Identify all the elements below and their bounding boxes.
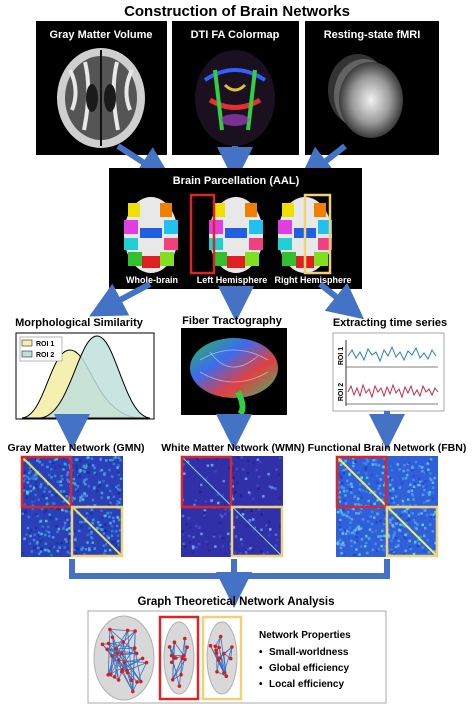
parcellation-panel: Brain Parcellation (AAL) Whole-brain: [109, 168, 362, 289]
ts-roi1-line: [347, 345, 437, 363]
network-label-fbn: Functional Brain Network (FBN): [308, 442, 467, 454]
method-label-tract: Fiber Tractography: [182, 315, 283, 327]
property-bullet-1: •: [259, 647, 263, 658]
gray-matter-label: Gray Matter Volume: [49, 29, 152, 41]
timeseries-panel: ROI 1 ROI 2: [332, 332, 445, 412]
property-bullet-3: •: [259, 679, 263, 690]
arrow-parcellation-to-morph: [89, 281, 152, 317]
arrow-fmri-to-parcellation: [297, 143, 347, 184]
fmri-brain-image: [328, 54, 403, 138]
network-label-gmn: Gray Matter Network (GMN): [7, 442, 144, 454]
morph-legend-roi2: ROI 2: [36, 352, 54, 359]
parcellation-label-whole-brain: Whole-brain: [126, 275, 178, 285]
whole-brain-network-graph: [93, 615, 155, 701]
tractography-panel: [181, 328, 287, 417]
gray-matter-brain-image: [57, 48, 145, 148]
gray-matter-panel: Gray Matter Volume: [36, 21, 167, 155]
dti-fa-brain-image: [195, 50, 275, 146]
ts-roi2-line: [347, 383, 439, 399]
parcellation-title: Brain Parcellation (AAL): [173, 175, 300, 187]
analysis-panel: Network Properties • Small-worldness • G…: [87, 610, 387, 704]
property-local-efficiency: Local efficiency: [269, 679, 344, 690]
fmri-label: Resting-state fMRI: [324, 29, 421, 41]
gmn-matrix: [20, 455, 124, 558]
parcellation-label-left: Left Hemisphere: [197, 275, 268, 285]
arrow-parcellation-to-ts: [318, 281, 365, 320]
roi2-distribution: [39, 335, 151, 419]
wmn-matrix: [180, 455, 284, 558]
property-global-efficiency: Global efficiency: [269, 663, 349, 674]
parcellation-left-image: [189, 193, 263, 275]
merge-connector: [69, 559, 390, 608]
page-title: Construction of Brain Networks: [124, 3, 350, 20]
analysis-title: Graph Theoretical Network Analysis: [137, 596, 334, 608]
left-hemisphere-network-graph: [158, 615, 200, 701]
parcellation-right-image: [278, 193, 332, 275]
dti-fa-label: DTI FA Colormap: [191, 29, 280, 41]
properties-title: Network Properties: [259, 630, 351, 641]
ts-label-roi1: ROI 1: [338, 347, 345, 365]
fbn-matrix: [335, 455, 439, 558]
morph-distribution-plot: ROI 1 ROI 2: [15, 332, 155, 420]
parcellation-whole-brain-image: [124, 197, 178, 273]
fmri-panel: Resting-state fMRI: [305, 21, 439, 155]
morph-legend-roi1: ROI 1: [36, 341, 54, 348]
property-small-worldness: Small-worldness: [269, 647, 349, 658]
parcellation-label-right: Right Hemisphere: [274, 275, 351, 285]
property-bullet-2: •: [259, 663, 263, 674]
right-hemisphere-network-graph: [201, 615, 243, 701]
network-label-wmn: White Matter Network (WMN): [161, 442, 305, 454]
arrow-gm-to-parcellation: [116, 143, 174, 182]
method-label-morph: Morphological Similarity: [15, 317, 144, 329]
dti-fa-panel: DTI FA Colormap: [172, 21, 299, 155]
ts-label-roi2: ROI 2: [338, 383, 345, 401]
method-label-ts: Extracting time series: [333, 317, 447, 329]
